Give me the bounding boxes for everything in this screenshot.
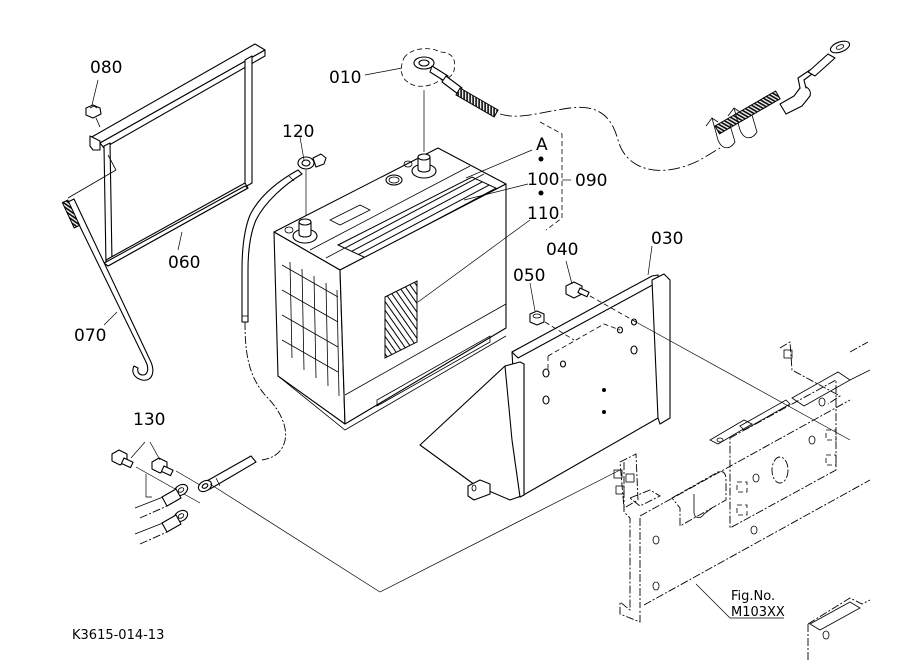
label-080: 080	[90, 58, 122, 78]
negative-terminal	[284, 218, 318, 244]
label-120: 120	[282, 122, 314, 142]
fig-ref-prefix: Fig.No.	[731, 589, 775, 604]
tractor-frame	[613, 341, 871, 660]
nut	[529, 310, 575, 341]
label-010: 010	[329, 68, 361, 88]
label-050: 050	[513, 266, 545, 286]
battery-grid	[281, 261, 340, 397]
label-070: 070	[74, 326, 106, 346]
label-030: 030	[651, 229, 683, 249]
label-a: A	[536, 135, 548, 155]
group-bracket	[539, 121, 563, 231]
ground-bolts	[111, 449, 201, 545]
hold-down-frame	[67, 43, 266, 267]
label-110: 110	[527, 204, 559, 224]
battery	[273, 147, 507, 431]
negative-cable	[197, 153, 327, 493]
label-040: 040	[546, 240, 578, 260]
battery-bracket	[419, 273, 671, 501]
nut-top	[85, 104, 102, 128]
drawing-number: K3615-014-13	[72, 628, 164, 643]
label-100: 100	[527, 170, 559, 190]
j-bolt-rod	[61, 198, 154, 381]
group-bullet	[538, 190, 544, 196]
positive-terminal	[403, 153, 437, 179]
group-bullet	[538, 156, 544, 162]
label-060: 060	[168, 253, 200, 273]
bolt	[565, 281, 637, 323]
positive-cable	[400, 40, 851, 171]
label-130: 130	[133, 410, 165, 430]
label-090: 090	[575, 171, 607, 191]
side-label-area	[384, 280, 418, 359]
fig-ref-number: M103XX	[731, 605, 785, 620]
